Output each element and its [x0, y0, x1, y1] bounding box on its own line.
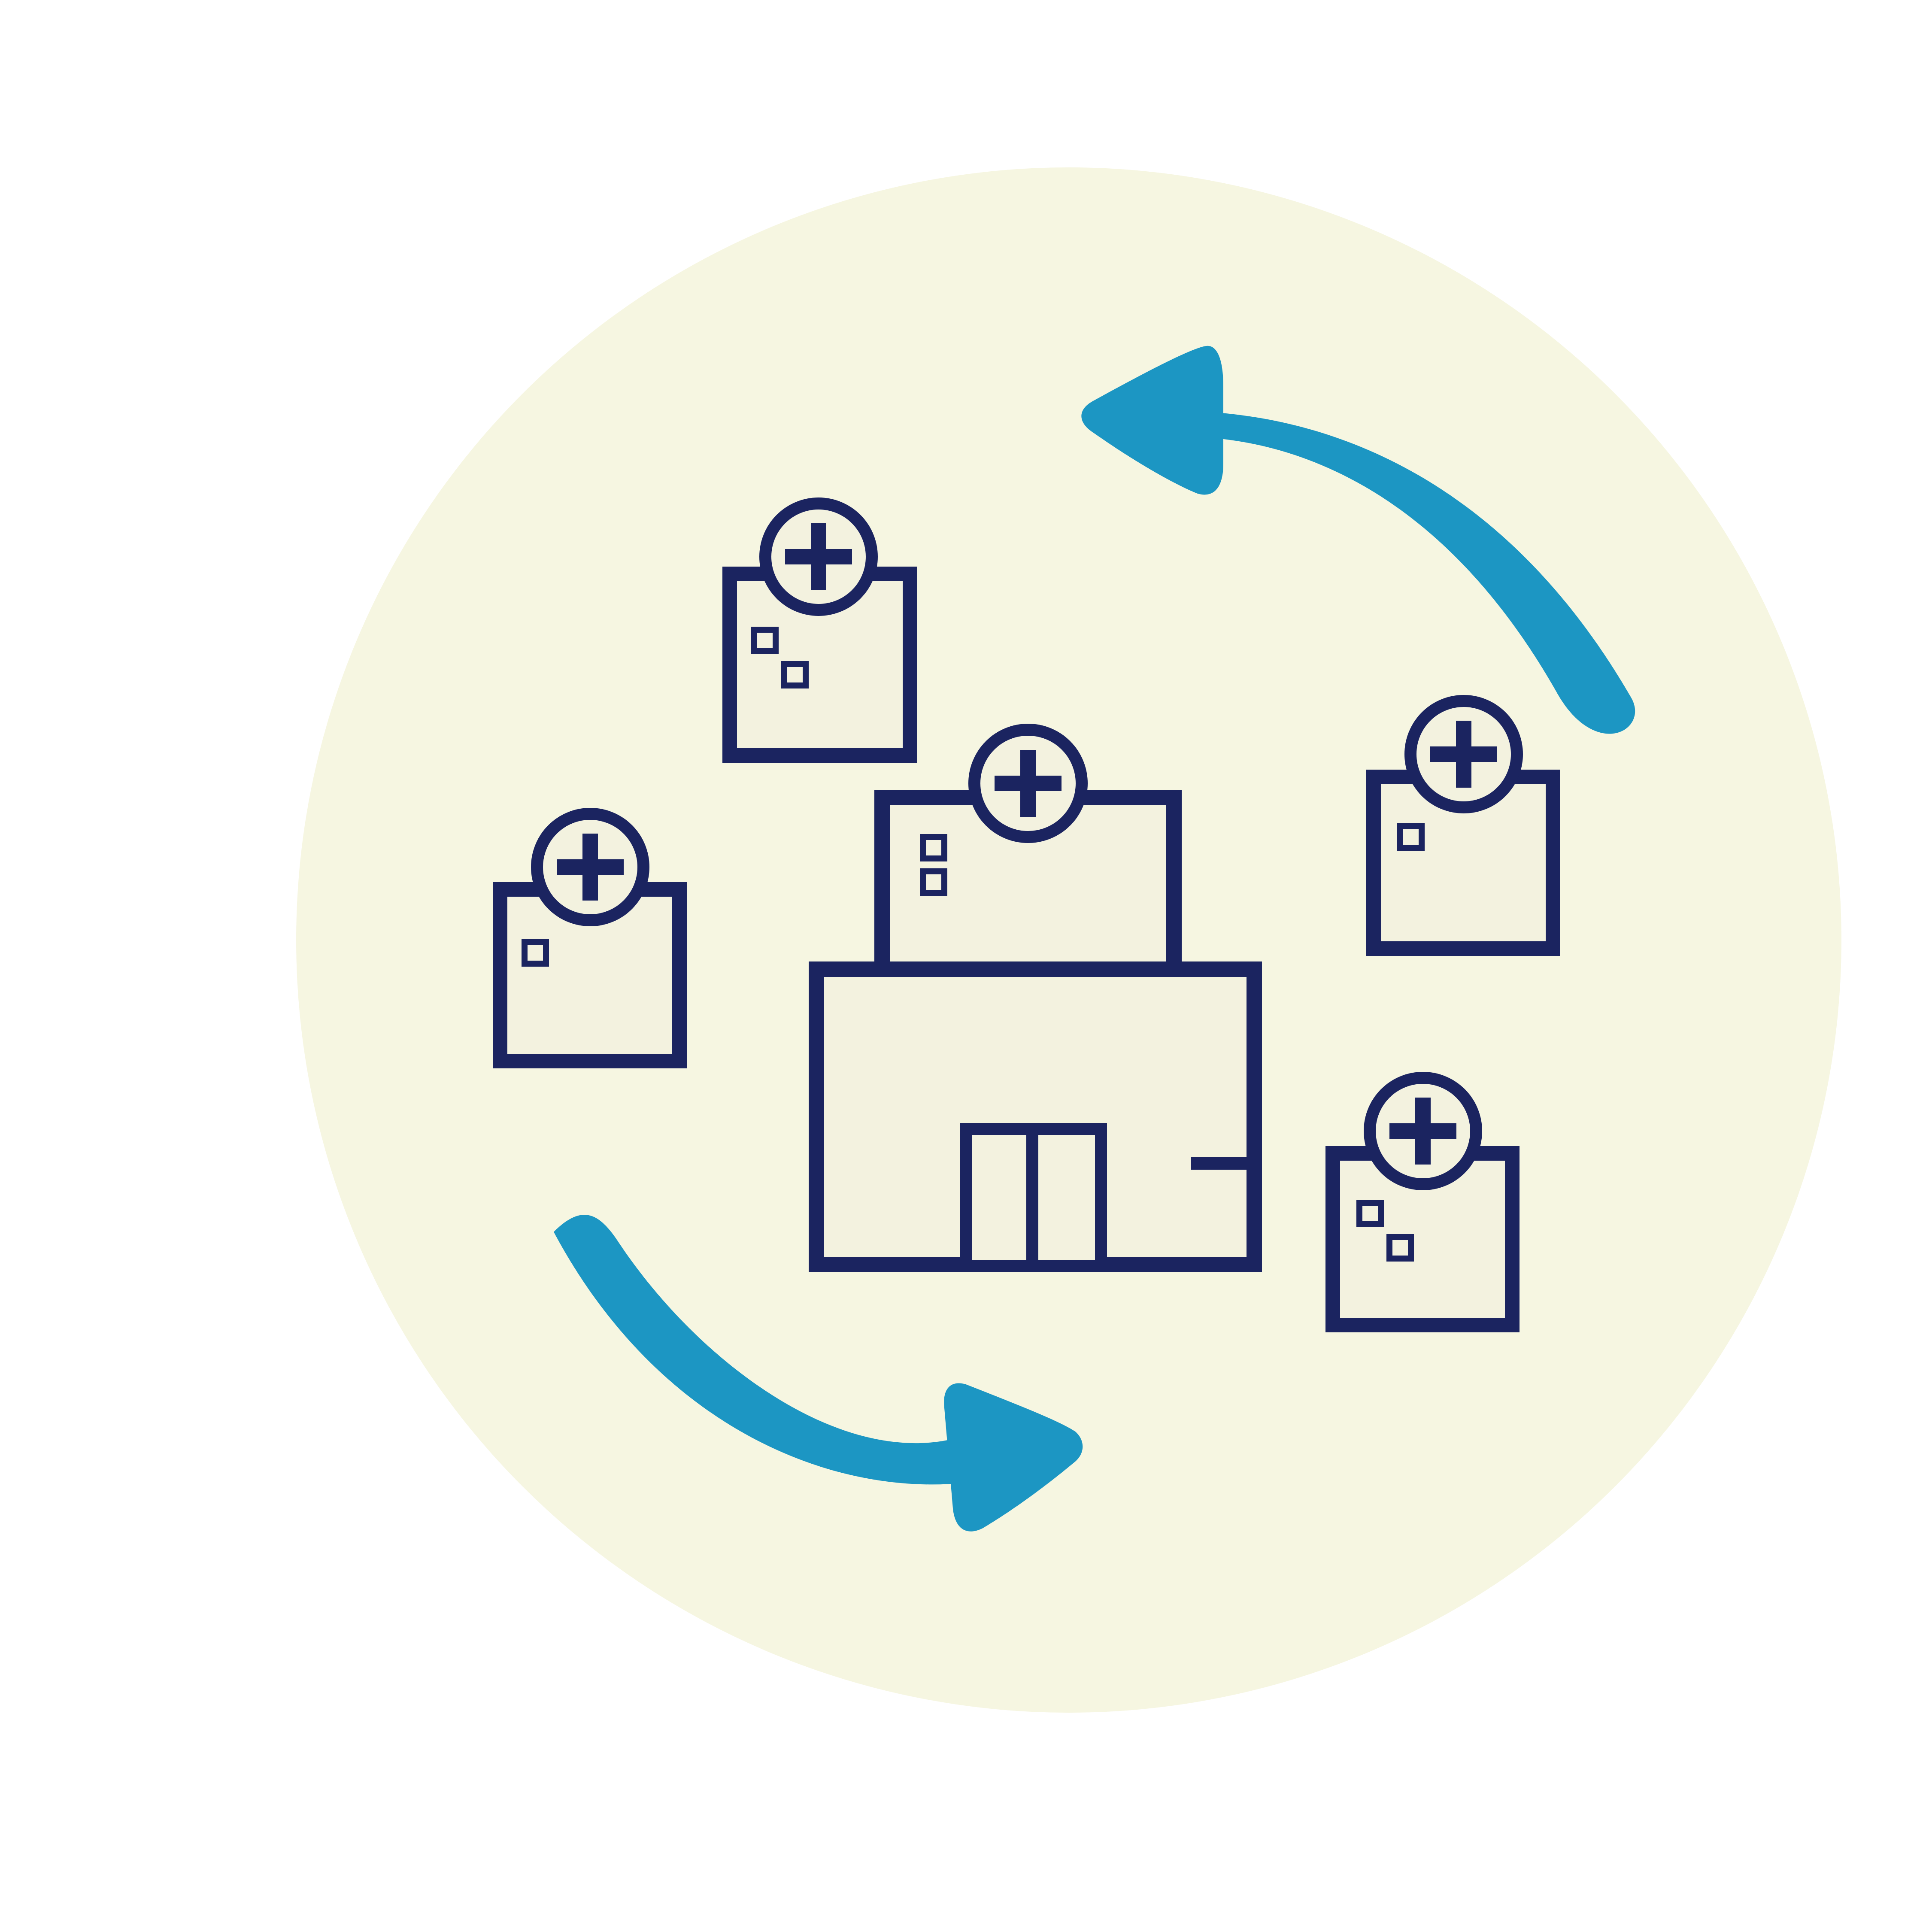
hospital-main-building: [809, 724, 1262, 1272]
cycle-arrow-bottom: [554, 1215, 1083, 1532]
window: [1356, 1200, 1384, 1227]
clinic-left: [493, 808, 687, 1068]
window: [920, 834, 947, 861]
window: [751, 627, 779, 654]
window: [522, 939, 549, 967]
clinic-bottom-right: [1325, 1072, 1520, 1332]
cycle-arrow-top: [1081, 346, 1635, 734]
clinic-right: [1366, 695, 1560, 956]
window: [781, 661, 809, 688]
clinic-top-left: [722, 497, 917, 763]
window: [1397, 823, 1425, 851]
window: [1386, 1234, 1414, 1262]
window: [920, 868, 947, 896]
